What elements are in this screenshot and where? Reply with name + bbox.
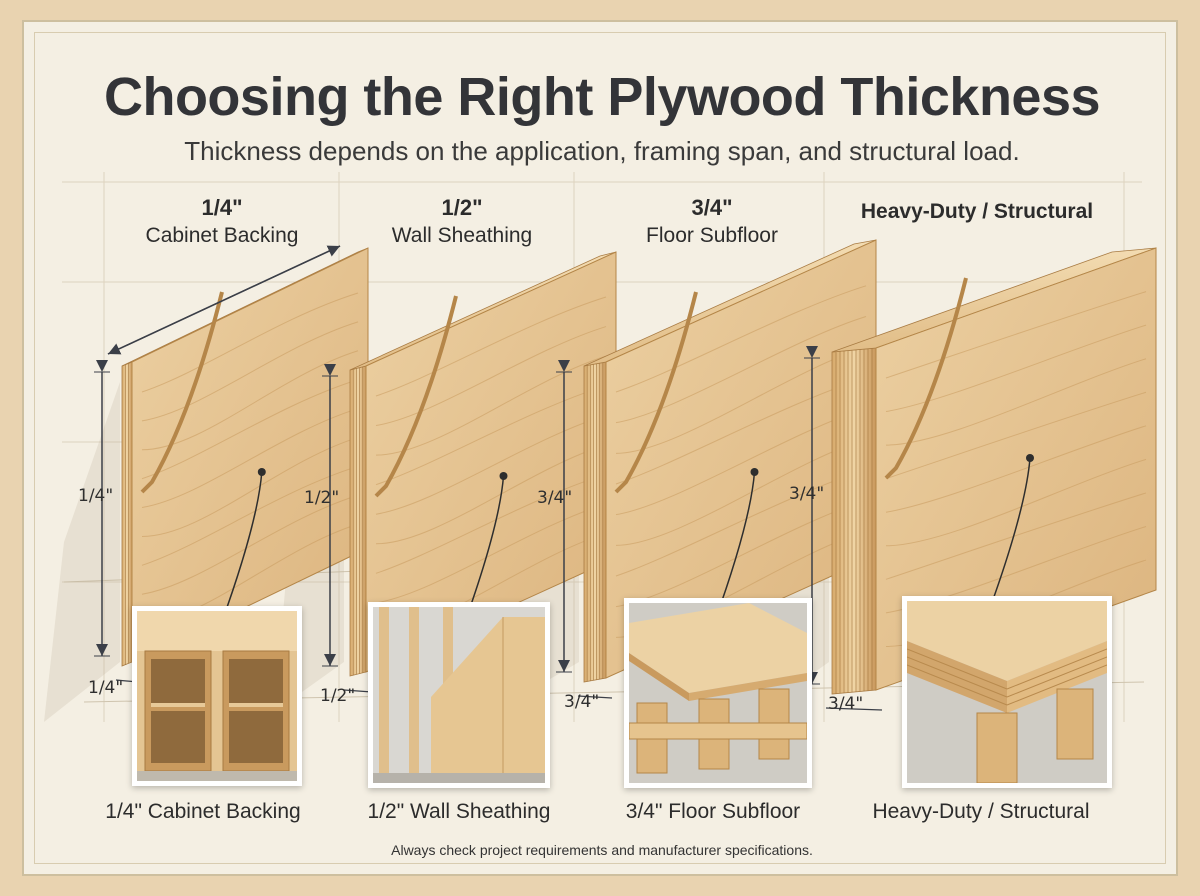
page-title: Choosing the Right Plywood Thickness [103,67,1101,127]
column-heading-three-quarter: 3/4" Floor Subfloor [592,194,832,250]
caption-half: 1/2" Wall Sheathing [367,800,551,823]
wood-grain [141,321,359,422]
application-label: Floor Subfloor [646,224,778,247]
application-label: Wall Sheathing [391,224,533,247]
edge-label-three-quarter: 3/4" [564,692,600,712]
wood-grain [885,425,1147,513]
wood-grain [375,503,607,604]
edge-label-half: 1/2" [320,686,356,706]
plywood-panels [121,239,1157,695]
cut-line [884,277,968,480]
wood-grain [375,414,607,515]
width-dimension-line [107,245,341,355]
panel-edge [121,361,133,667]
floor-joist-icon [629,603,807,783]
edge-dimension-line [343,689,373,693]
callout-line [989,457,1031,609]
plywood-panel [121,247,369,667]
photo-heavy-duty [902,596,1112,788]
plywood-panel [349,251,617,677]
wood-grain [375,296,607,397]
edge-label-quarter: 1/4" [88,678,124,698]
wood-grain [375,355,607,456]
caption-structural: Heavy-Duty / Structural [872,800,1090,823]
wood-grain [615,285,867,393]
wood-grain [375,385,607,486]
height-label-three-quarter: 3/4" [537,488,573,508]
wood-grain [885,492,1147,580]
poster: Choosing the Right Plywood Thickness Thi… [22,20,1178,876]
wood-grain [885,291,1147,379]
column-heading-structural: Heavy-Duty / Structural [842,198,1112,226]
column-heading-half: 1/2" Wall Sheathing [342,194,582,250]
caption-quarter: 1/4" Cabinet Backing [105,800,301,823]
cabinet-icon [137,611,297,781]
footer-note: Always check project requirements and ma… [391,842,813,858]
thick-panel-icon [907,601,1107,783]
page-subtitle: Thickness depends on the application, fr… [184,136,1020,166]
plywood-panel [831,247,1157,695]
wood-grain [375,326,607,427]
wall-framing-icon [373,607,545,783]
cut-line [140,291,224,494]
panel-edge [349,365,367,677]
edge-label-structural: 3/4" [828,694,864,714]
panel-edge [831,347,877,695]
wood-grain [885,458,1147,547]
wood-grain [885,324,1147,413]
photo-wall-sheathing [368,602,550,788]
thickness-label: 1/4" [201,195,243,220]
photo-floor-subfloor [624,598,812,788]
thickness-label: 3/4" [691,195,733,220]
photo-cabinet [132,606,302,786]
thickness-label: 1/2" [441,195,483,220]
cut-line [614,291,698,494]
edge-dimension-line [577,695,613,699]
wood-grain [375,444,607,545]
height-label-half: 1/2" [304,488,340,508]
wood-grain [615,315,867,424]
application-label: Cabinet Backing [145,224,299,247]
application-label: Heavy-Duty / Structural [860,200,1094,223]
cut-line [374,295,458,498]
caption-three-quarter: 3/4" Floor Subfloor [625,800,801,823]
inner-border [34,32,1166,864]
wood-grain [141,292,359,393]
height-label-quarter: 1/4" [78,486,114,506]
wood-grain [375,473,607,574]
column-heading-quarter: 1/4" Cabinet Backing [102,194,342,250]
wood-grain [885,391,1147,480]
callout-line [221,471,263,623]
edge-dimension-line [825,707,883,711]
panel-face [875,247,1157,691]
wood-grain [141,350,359,451]
height-label-structural: 3/4" [789,484,825,504]
